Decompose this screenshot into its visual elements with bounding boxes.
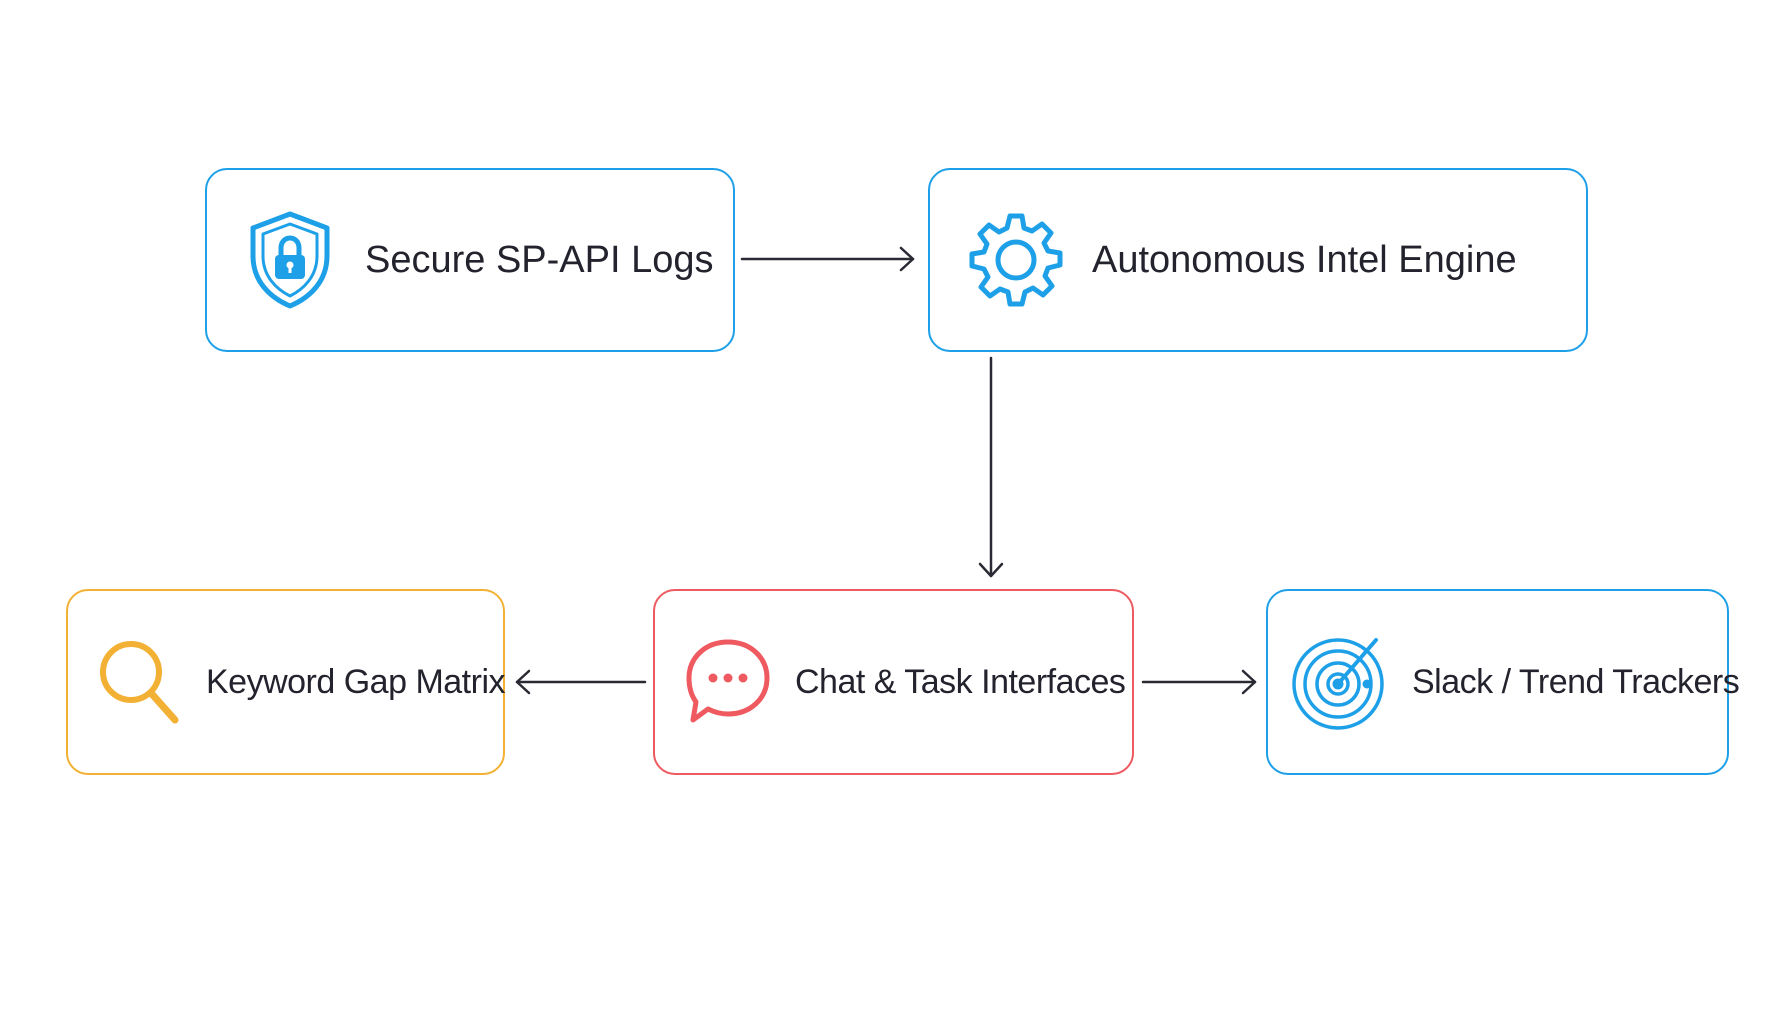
node-keyword-gap-matrix: Keyword Gap Matrix xyxy=(66,589,506,775)
node-autonomous-intel-engine: Autonomous Intel Engine xyxy=(928,168,1588,352)
chat-bubble-icon xyxy=(683,636,773,728)
node-secure-sp-api-logs: Secure SP-API Logs xyxy=(205,168,735,352)
node-chat-task-interfaces: Chat & Task Interfaces xyxy=(653,589,1134,775)
gear-icon xyxy=(966,210,1066,310)
node-label: Keyword Gap Matrix xyxy=(206,662,506,701)
node-label: Autonomous Intel Engine xyxy=(1092,238,1517,281)
edge-chat-to-keyword xyxy=(515,669,647,695)
node-label: Chat & Task Interfaces xyxy=(795,662,1126,701)
node-label: Slack / Trend Trackers xyxy=(1412,662,1740,701)
edge-engine-to-chat xyxy=(978,356,1004,578)
edge-chat-to-slack xyxy=(1141,669,1257,695)
magnifier-icon xyxy=(94,636,184,728)
node-label: Secure SP-API Logs xyxy=(365,238,714,281)
node-slack-trend-trackers: Slack / Trend Trackers xyxy=(1266,589,1740,775)
edge-secure-to-engine xyxy=(740,246,915,272)
radar-target-icon xyxy=(1290,632,1390,732)
shield-lock-icon xyxy=(245,210,335,310)
